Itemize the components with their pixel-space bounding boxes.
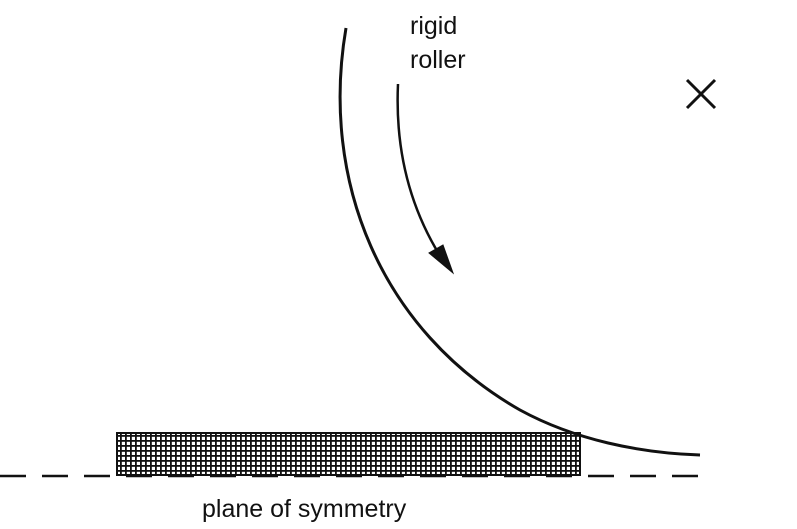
- roller-label-line1: rigid: [410, 12, 458, 40]
- cross-mark-icon: [685, 78, 717, 110]
- roller-arc: [338, 27, 701, 457]
- plane-label: plane of symmetry: [202, 495, 407, 523]
- workpiece-strip: [116, 432, 581, 476]
- rotation-arrow-head: [428, 244, 455, 275]
- roller-label-line2: roller: [410, 46, 466, 74]
- rotation-arrow-shaft: [396, 83, 446, 263]
